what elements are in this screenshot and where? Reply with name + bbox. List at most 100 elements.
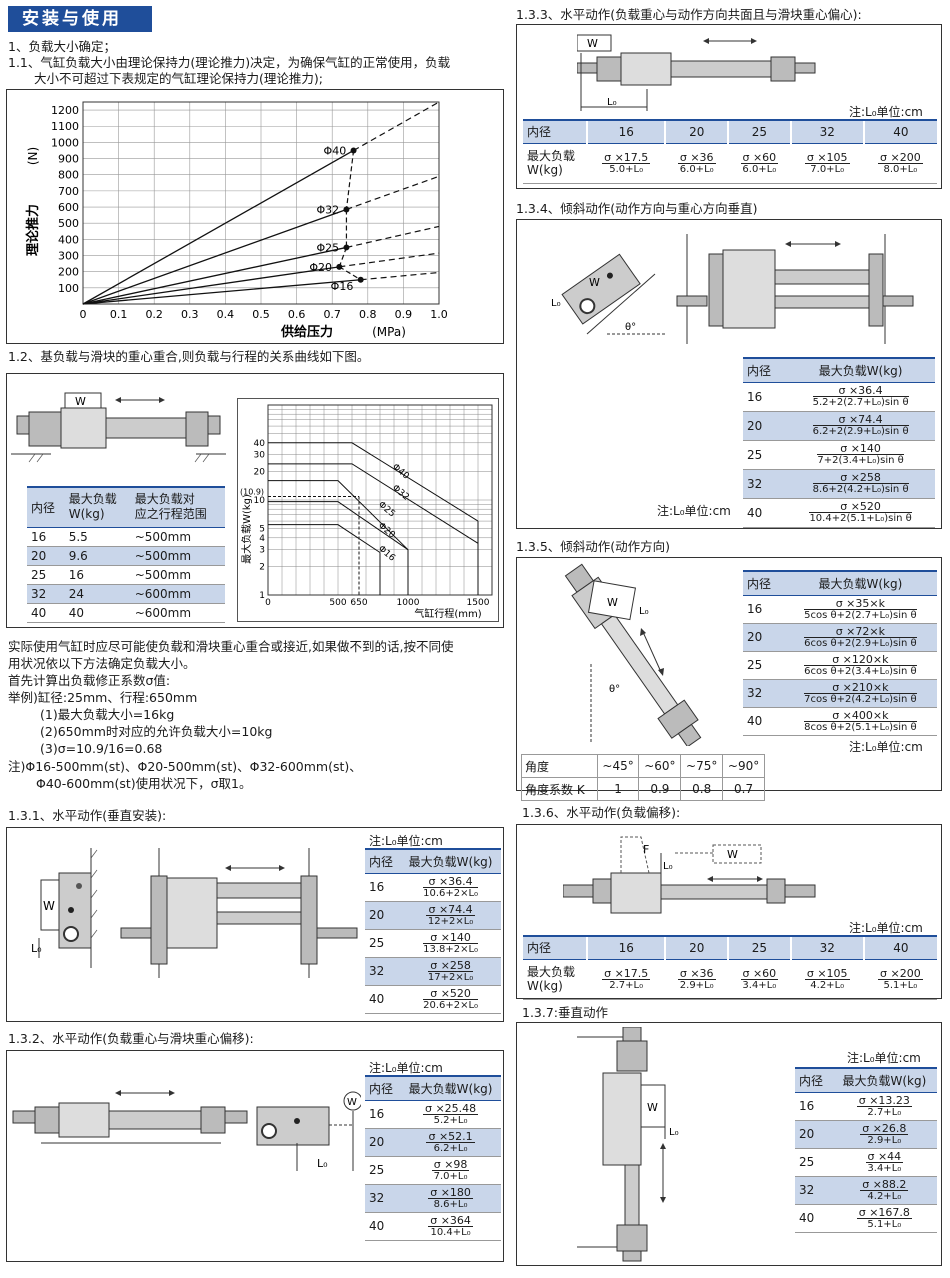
bore-header-cell: 32 (789, 935, 864, 960)
bore-header-cell: 16 (585, 119, 666, 144)
series-line (82, 279, 361, 305)
x-axis-unit: (MPa) (372, 325, 406, 339)
bore-cell: 25 (743, 440, 787, 470)
x-tick-label: 1.0 (430, 308, 448, 321)
l0-label-1-3-3: L₀ (607, 97, 617, 108)
note-line-6: (2)650mm时对应的允许负载大小=10kg (40, 724, 273, 739)
formula-numerator: σ ×105 (804, 966, 850, 980)
formula-denominator: 7.0+L₀ (433, 1170, 468, 1182)
formula-numerator: σ ×258 (427, 960, 474, 972)
note-line-1: 实际使用气缸时应尽可能使负载和滑块重心重合或接近,如果做不到的话,按不同使 (8, 639, 454, 654)
formula-denominator: 3.4+L₀ (742, 979, 777, 991)
formula-denominator: 6.0+L₀ (742, 163, 777, 175)
series-line (268, 501, 409, 551)
x-tick-label: 0 (265, 598, 271, 608)
note-line-4: 举例)缸径:25mm、行程:650mm (8, 690, 198, 705)
knee-point (350, 147, 357, 154)
formula-numerator: σ ×200 (878, 966, 923, 980)
knee-connector (345, 150, 355, 210)
bore-cell: 20 (365, 901, 401, 930)
formula-denominator: 2.7+L₀ (609, 979, 644, 991)
knee-connector (338, 247, 348, 268)
formula-denominator: 10.4+L₀ (430, 1226, 471, 1238)
formula-numerator: σ ×25.48 (422, 1101, 479, 1115)
formula-numerator: σ ×98 (431, 1157, 470, 1171)
table-cell: 9.6 (64, 546, 131, 566)
x-tick-label: 0.4 (217, 308, 235, 321)
formula-denominator: 7cos θ+2(4.2+L₀)sin θ (804, 693, 917, 705)
bore-cell: 40 (743, 707, 784, 736)
series-line (268, 442, 479, 522)
formula-denominator: 10.4+2(5.1+L₀)sin θ (809, 513, 912, 524)
angle-cell: ~60° (638, 754, 681, 778)
x-tick-label: 0.2 (145, 308, 163, 321)
bore-cell: 32 (743, 469, 787, 499)
bore-cell: 40 (795, 1204, 832, 1233)
intro-line-1: 1、负载大小确定； (8, 39, 116, 54)
k-cell: 0.8 (680, 777, 723, 801)
l0-unit-note-1-3-3: 注:L₀单位:cm (849, 105, 923, 119)
table-cell: ~500mm (130, 527, 225, 547)
l0-unit-note-1-3-5: 注:L₀单位:cm (849, 740, 923, 754)
l0-unit-note-1-3-4: 注:L₀单位:cm (657, 504, 731, 518)
note-line-7: (3)σ=10.9/16=0.68 (40, 741, 163, 756)
x-tick-label: 1000 (397, 598, 420, 608)
w-label-1-3-5: W (607, 596, 618, 609)
col-header-bore: 内径 (743, 570, 784, 596)
col-header-max-load: 最大负载W(kg) (400, 848, 501, 874)
l0-label-1-3-1: L₀ (31, 942, 42, 955)
y-tick-label: 20 (254, 467, 266, 477)
bore-cell: 25 (795, 1148, 832, 1177)
table-cell: ~600mm (130, 603, 225, 623)
formula-numerator: σ ×520 (809, 501, 912, 513)
k-cell: 0.9 (638, 777, 681, 801)
formula-denominator: 5.1+L₀ (883, 979, 918, 991)
table-cell: 5.5 (64, 527, 131, 547)
bore-cell: 16 (743, 382, 787, 412)
formula-numerator: σ ×258 (812, 472, 909, 484)
formula-denominator: 6.0+L₀ (679, 163, 714, 175)
l0-label-1-3-4: L₀ (551, 298, 561, 309)
x-tick-label: 0.3 (181, 308, 199, 321)
y-tick-label: 1200 (51, 104, 79, 117)
table-cell: 32 (27, 584, 65, 604)
table-cell: 40 (27, 603, 65, 623)
angle-cell: ~75° (680, 754, 723, 778)
formula-denominator: 8.0+L₀ (883, 163, 918, 175)
formula-numerator: σ ×140 (817, 443, 904, 455)
series-dashed-extension (339, 252, 440, 268)
y-tick-label: 4 (259, 534, 265, 544)
w-label-1-3-2: W (347, 1097, 357, 1108)
formula-denominator: 20.6+2×L₀ (423, 999, 479, 1011)
l0-unit-note-1-3-2: 注:L₀单位:cm (369, 1061, 443, 1075)
series-line (82, 208, 347, 305)
x-tick-label: 0.6 (288, 308, 306, 321)
series-line (268, 480, 409, 551)
x-axis-label: 气缸行程(mm) (414, 607, 481, 620)
x-tick-label: 650 (350, 598, 367, 608)
formula-numerator: σ ×17.5 (602, 966, 651, 980)
bore-header-cell: 40 (862, 935, 937, 960)
l0-unit-note-1-3-7: 注:L₀单位:cm (847, 1051, 921, 1065)
bore-cell: 16 (795, 1092, 832, 1121)
